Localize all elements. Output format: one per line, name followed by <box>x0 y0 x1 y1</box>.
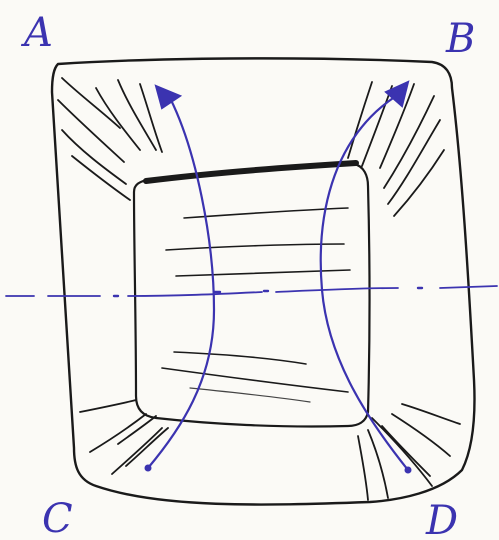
label-a: A <box>20 10 53 56</box>
label-c: C <box>42 496 73 540</box>
label-d: D <box>425 498 458 540</box>
label-b: B <box>445 16 475 62</box>
